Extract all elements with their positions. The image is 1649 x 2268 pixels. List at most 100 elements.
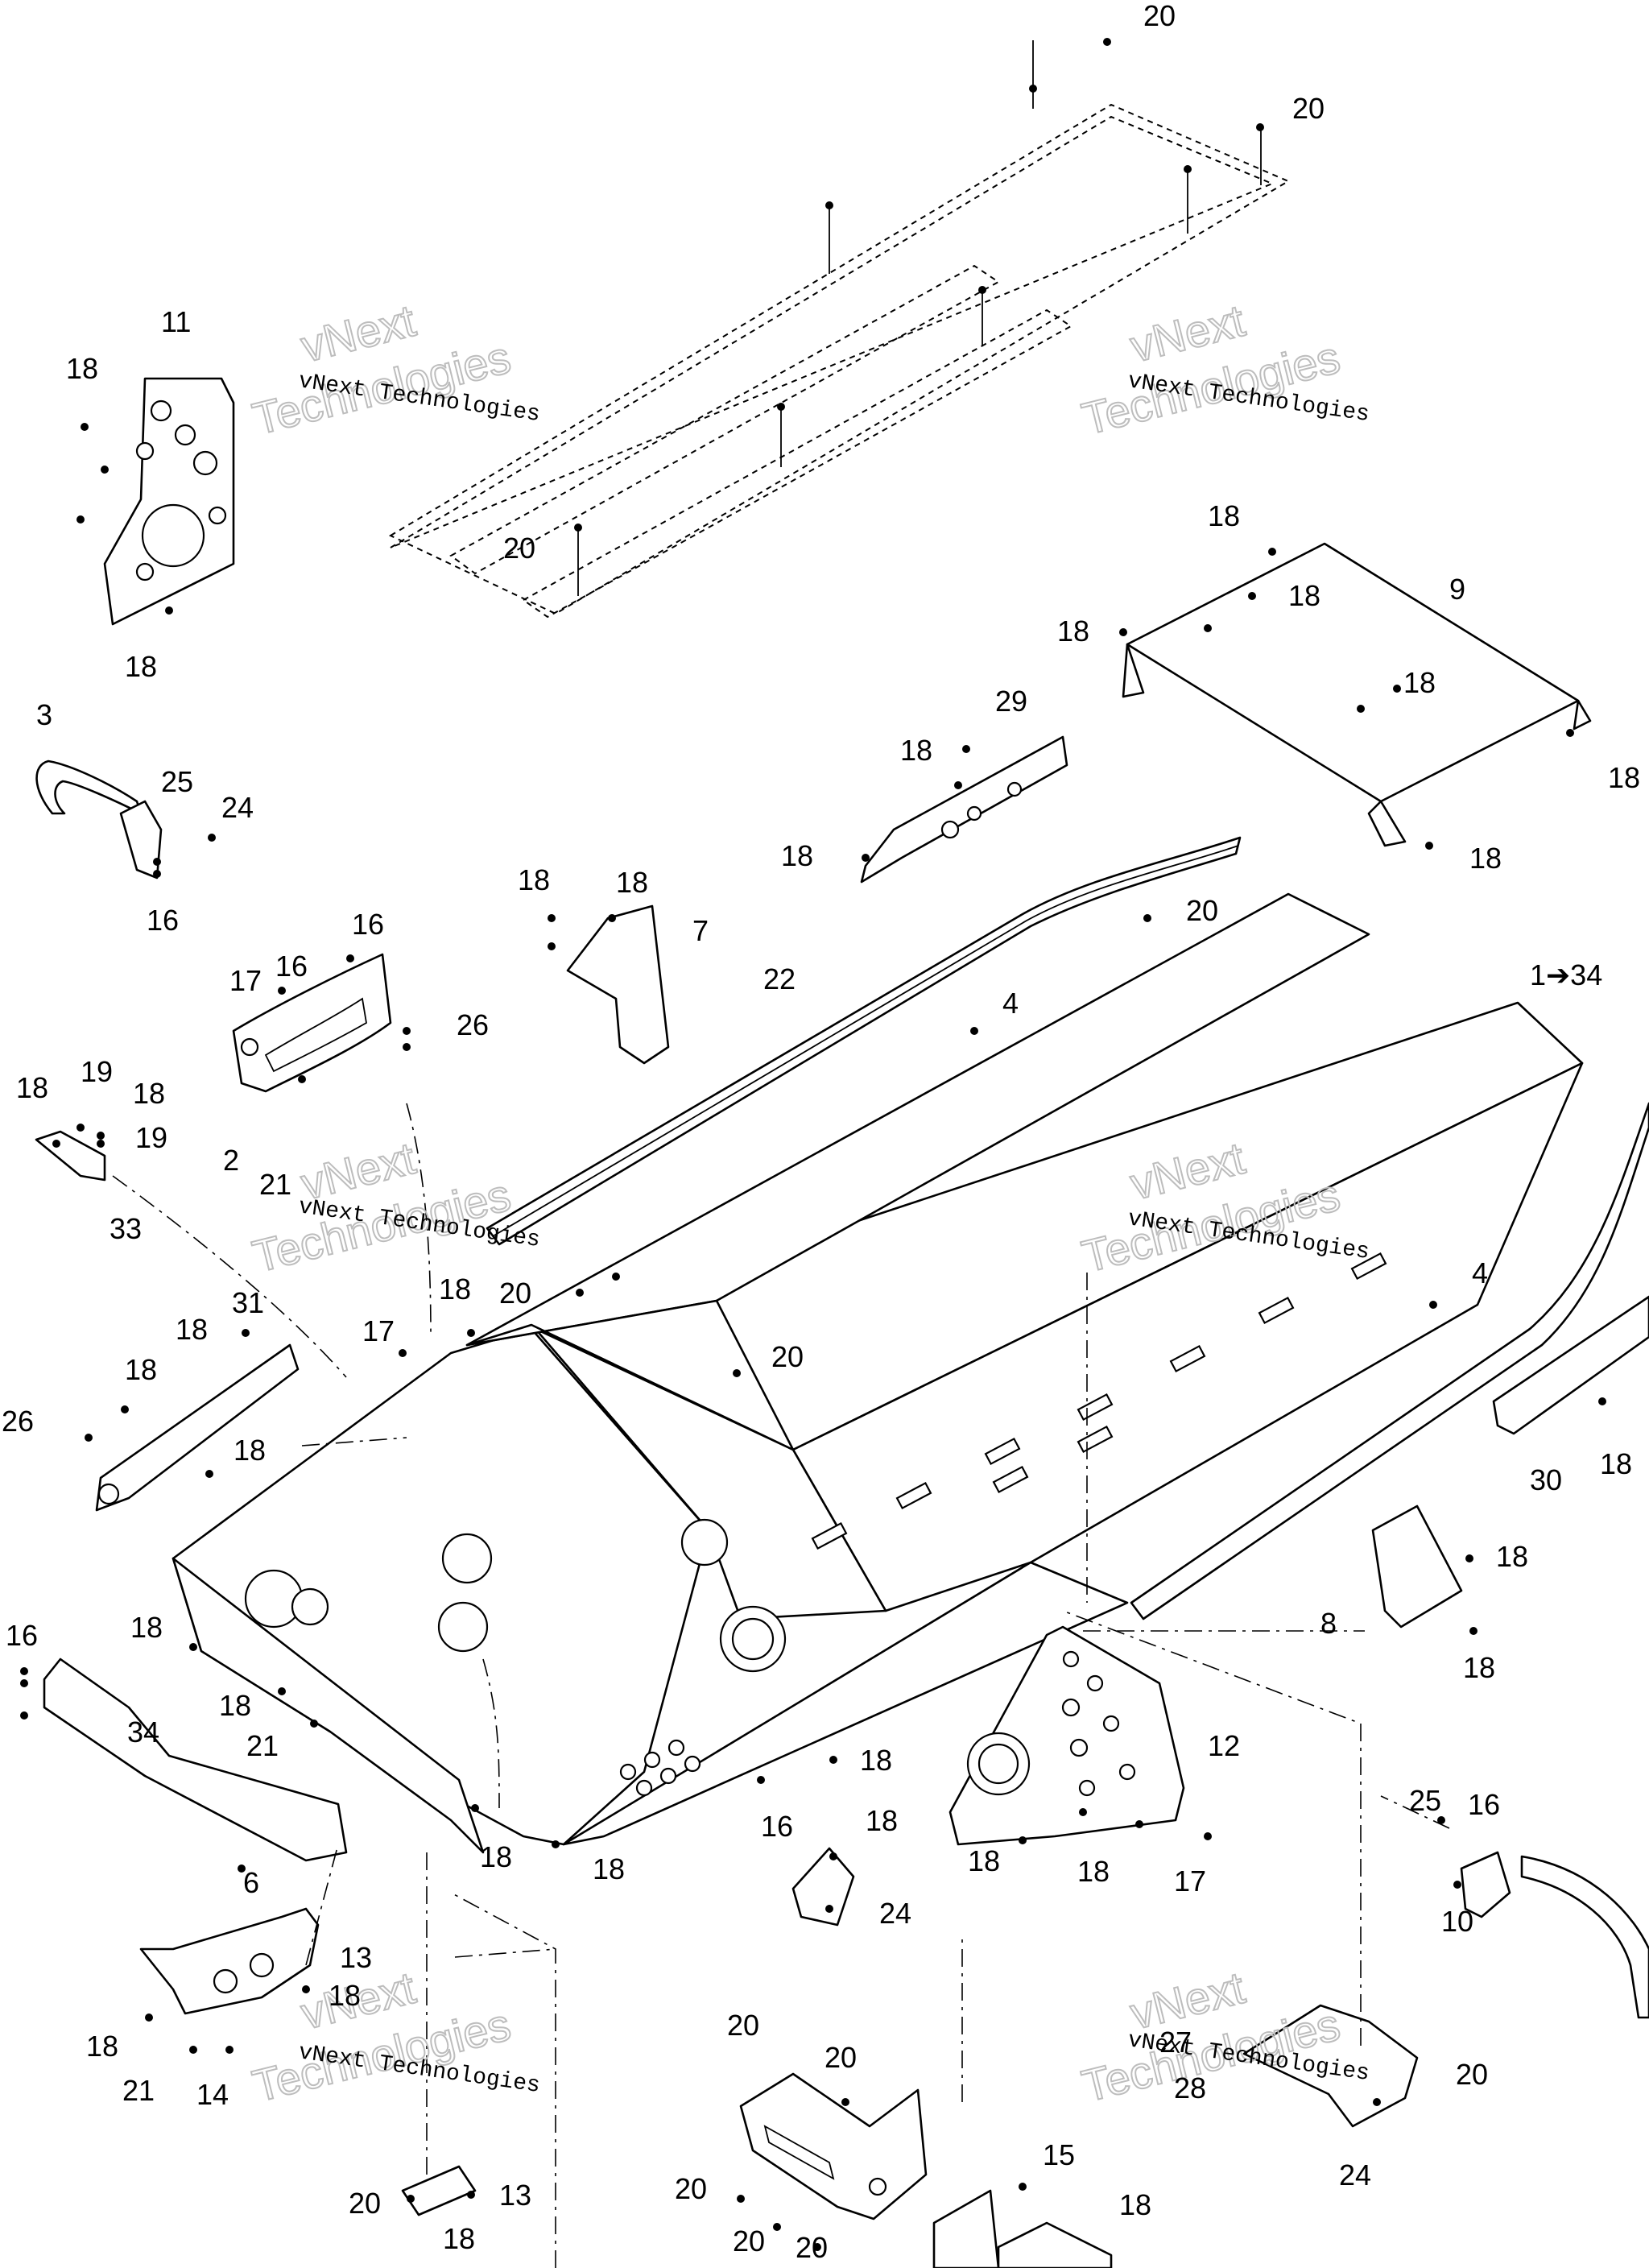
part-13-plate bbox=[401, 2165, 477, 2216]
callout-label: 16 bbox=[275, 950, 308, 983]
callout-label: 13 bbox=[499, 2179, 531, 2212]
callout-label: 19 bbox=[81, 1055, 113, 1088]
callout-label: 13 bbox=[340, 1941, 372, 1974]
callout-label: 24 bbox=[879, 1897, 911, 1930]
tunnel-cover-dashed bbox=[388, 40, 1291, 619]
part-8-bracket bbox=[1371, 1504, 1463, 1629]
watermark-2: vNext Technologies vNext Technologies bbox=[1077, 294, 1371, 445]
callout-label: 10 bbox=[1441, 1905, 1473, 1938]
leader-lines bbox=[112, 1103, 1450, 2268]
callout-label: 18 bbox=[1288, 579, 1320, 612]
callout-label: 16 bbox=[147, 904, 179, 937]
callout-label: 9 bbox=[1449, 573, 1465, 606]
callout-label: 18 bbox=[1600, 1447, 1632, 1480]
callout-label: 18 bbox=[1403, 666, 1436, 699]
callout-label: 20 bbox=[733, 2225, 765, 2258]
callout-label: 20 bbox=[1186, 894, 1218, 927]
callout-label: 11 bbox=[161, 305, 191, 338]
part-14-bracket bbox=[739, 2072, 928, 2220]
part-22-rail bbox=[486, 836, 1242, 1246]
callout-label: 18 bbox=[125, 650, 157, 683]
callout-label: 18 bbox=[86, 2030, 118, 2063]
part-33-bracket bbox=[35, 1130, 106, 1182]
callout-label: 18 bbox=[518, 863, 550, 896]
callout-label: 21 bbox=[246, 1729, 279, 1762]
callout-label: 18 bbox=[900, 734, 932, 767]
callout-label: 16 bbox=[1468, 1788, 1500, 1821]
callout-label: 18 bbox=[866, 1804, 898, 1837]
callout-label: 18 bbox=[234, 1434, 266, 1467]
callout-label: 18 bbox=[125, 1353, 157, 1386]
callout-label: 7 bbox=[692, 914, 709, 947]
callout-label: 18 bbox=[1608, 761, 1640, 794]
callout-label: 18 bbox=[781, 839, 813, 872]
part-34-crossmember bbox=[43, 1658, 348, 1862]
callout-label: 25 bbox=[1409, 1784, 1441, 1817]
callout-label: 30 bbox=[1530, 1463, 1562, 1496]
callout-label: 18 bbox=[1469, 842, 1502, 875]
callout-label: 18 bbox=[968, 1844, 1000, 1877]
part-25-cable bbox=[1460, 1851, 1649, 2019]
callout-label: 29 bbox=[995, 685, 1027, 718]
callout-label: 20 bbox=[771, 1340, 804, 1373]
callout-label: 20 bbox=[727, 2009, 759, 2042]
callout-label: 18 bbox=[480, 1840, 512, 1873]
part-6-bracket bbox=[791, 1847, 855, 1927]
part-9-cover bbox=[1122, 542, 1592, 847]
watermark-1: vNext Technologies vNext Technologies bbox=[247, 294, 542, 445]
part-31-bracket bbox=[95, 1343, 300, 1512]
callout-label: 28 bbox=[1174, 2071, 1206, 2105]
callout-label: 25 bbox=[161, 765, 193, 798]
callout-label: 24 bbox=[1339, 2158, 1371, 2191]
callout-label: 20 bbox=[1143, 0, 1176, 32]
watermark-3: vNext Technologies vNext Technologies bbox=[247, 1132, 542, 1283]
callout-label: 4 bbox=[1002, 987, 1019, 1020]
part-3-cable bbox=[35, 759, 163, 879]
callout-label: 18 bbox=[1077, 1855, 1110, 1888]
part-2-bracket bbox=[232, 953, 392, 1093]
callout-label: 18 bbox=[1057, 615, 1089, 648]
callout-label: 20 bbox=[675, 2172, 707, 2205]
callout-label: 18 bbox=[616, 866, 648, 899]
callout-label: 18 bbox=[443, 2222, 475, 2255]
callout-label: 18 bbox=[1119, 2188, 1151, 2221]
callout-label: 26 bbox=[457, 1008, 489, 1041]
callout-label: 18 bbox=[593, 1852, 625, 1885]
callout-label: 20 bbox=[1456, 2058, 1488, 2091]
callout-label: 1➔34 bbox=[1530, 958, 1602, 991]
callout-label: 16 bbox=[352, 908, 384, 941]
part-12-plate bbox=[948, 1625, 1185, 1846]
callout-label: 18 bbox=[130, 1611, 163, 1644]
callout-label: 18 bbox=[16, 1071, 48, 1104]
callout-label: 18 bbox=[439, 1273, 471, 1306]
callout-label: 33 bbox=[110, 1212, 142, 1245]
part-15-bracket bbox=[932, 2189, 1113, 2268]
callout-label: 6 bbox=[243, 1866, 259, 1899]
part-10-bracket bbox=[139, 1907, 320, 2015]
callout-label: 12 bbox=[1208, 1729, 1240, 1762]
callout-label: 21 bbox=[259, 1168, 291, 1201]
callout-label: 16 bbox=[6, 1619, 38, 1652]
callout-label: 14 bbox=[196, 2078, 229, 2111]
callout-label: 20 bbox=[499, 1277, 531, 1310]
callout-label: 18 bbox=[1208, 499, 1240, 532]
callout-label: 22 bbox=[763, 962, 796, 995]
callout-label: 20 bbox=[796, 2231, 828, 2264]
callout-label: 27 bbox=[1159, 2026, 1192, 2059]
callout-label: 18 bbox=[329, 1979, 361, 2012]
callout-label: 18 bbox=[219, 1689, 251, 1722]
callout-label: 34 bbox=[127, 1715, 159, 1749]
callout-label: 18 bbox=[133, 1077, 165, 1110]
callout-label: 21 bbox=[122, 2074, 155, 2107]
callout-label: 20 bbox=[503, 532, 535, 565]
callout-label: 3 bbox=[36, 698, 52, 731]
callout-label: 17 bbox=[229, 964, 262, 997]
callout-label: 20 bbox=[349, 2187, 381, 2220]
fastener-dots bbox=[20, 38, 1606, 2251]
callout-label: 18 bbox=[1463, 1651, 1495, 1684]
callout-label: 18 bbox=[66, 352, 98, 385]
part-11-plate bbox=[103, 377, 235, 626]
callout-label: 16 bbox=[761, 1810, 793, 1843]
callout-label: 15 bbox=[1043, 2138, 1075, 2171]
